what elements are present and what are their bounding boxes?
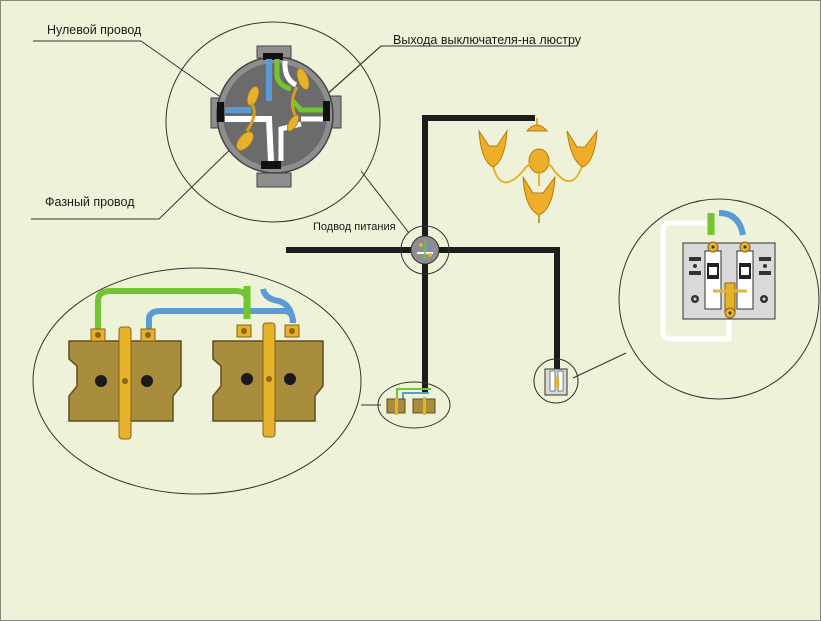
zoom-line-switch <box>572 352 627 379</box>
phase-callout-line <box>31 130 250 220</box>
neutral-wire-label: Нулевой провод <box>47 23 142 37</box>
light-switch-small-icon <box>533 358 579 404</box>
double-socket-small-icon <box>377 381 451 429</box>
switch-zoom-circle <box>618 198 820 400</box>
double-socket-icon <box>68 286 324 440</box>
light-switch-icon <box>660 210 776 342</box>
neutral-callout-line <box>33 40 230 104</box>
cable-to-chandelier <box>422 115 535 253</box>
junction-zoom-circle <box>165 21 381 223</box>
switch-outputs-label: Выхода выключателя-на люстру <box>393 33 582 47</box>
zoom-line-junction <box>360 170 410 234</box>
phase-wire-label: Фазный провод <box>45 195 135 209</box>
junction-box-icon <box>210 45 342 188</box>
switch-output-callout-line <box>325 45 577 96</box>
junction-box-small-icon <box>400 225 450 275</box>
socket-zoom-ellipse <box>32 267 362 495</box>
power-feed-label: Подвод питания <box>313 221 396 233</box>
callout-lines <box>31 40 627 406</box>
chandelier-icon <box>478 118 598 223</box>
